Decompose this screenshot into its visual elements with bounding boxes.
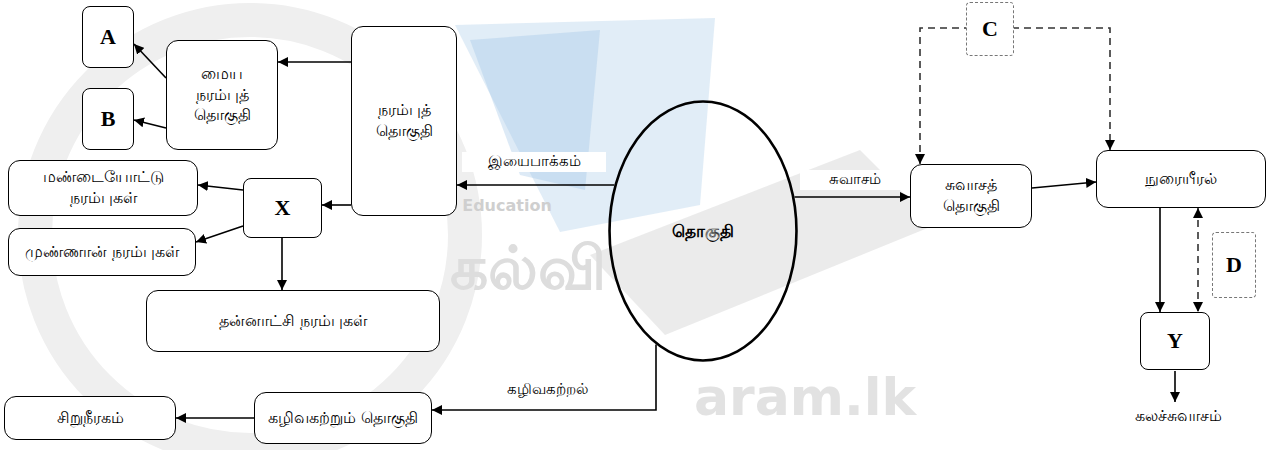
arrow-connector: [196, 226, 243, 242]
centre-circle: தொகுதி: [608, 100, 798, 362]
node-label: D: [1226, 251, 1242, 280]
arrow-connector: [198, 185, 243, 190]
process-box: சுவாசத் தொகுதி: [910, 164, 1032, 228]
watermark: கல்வி: [448, 232, 608, 304]
node-content: B: [95, 101, 122, 138]
node-label: சுவாசத் தொகுதி: [917, 175, 1025, 217]
node-content: கழிவகற்றும் தொகுதி: [262, 404, 424, 433]
arrow-connector: [457, 184, 614, 186]
node-content: D: [1220, 247, 1248, 284]
process-box: மைய நரம்புத் தொகுதி: [166, 40, 278, 150]
arrow-connector: [322, 204, 351, 206]
process-box: நுரையீரல்: [1096, 150, 1266, 208]
letter-box: B: [82, 88, 134, 150]
output-label: கலச்சுவாசம்: [1100, 406, 1256, 425]
node-content: நரம்புத் தொகுதி: [352, 96, 456, 146]
node-content: நுரையீரல்: [1139, 165, 1223, 194]
node-label: Y: [1167, 327, 1183, 356]
node-content: X: [269, 190, 297, 227]
node-label: B: [101, 105, 116, 134]
process-box: மண்டையோட்டு நரம்புகள்: [8, 160, 198, 216]
arrow-connector: [1159, 208, 1161, 312]
node-label: தன்னாட்சி நரம்புகள்: [219, 311, 367, 332]
dashed-connector: [920, 28, 1110, 164]
node-content: C: [976, 11, 1004, 48]
letter-box: A: [82, 6, 134, 68]
output-arrow: [1174, 371, 1176, 402]
node-label: நரம்புத் தொகுதி: [358, 100, 450, 142]
edge-label: இயைபாக்கம்: [462, 152, 606, 172]
circle-ring: [610, 102, 797, 361]
node-content: சுவாசத் தொகுதி: [911, 171, 1031, 221]
node-label: X: [275, 194, 291, 223]
node-label: C: [982, 15, 998, 44]
laptop-keyboard: [590, 150, 935, 335]
node-label: முண்ணான் நரம்புகள்: [25, 242, 179, 263]
node-content: A: [94, 19, 122, 56]
process-box: கழிவகற்றும் தொகுதி: [254, 392, 432, 444]
arrow-connector: [134, 120, 166, 128]
node-label: கழிவகற்றும் தொகுதி: [268, 408, 418, 429]
node-label: சிறுநீரகம்: [57, 408, 124, 429]
arrow-connector: [278, 61, 351, 63]
watermark: aram.lk: [690, 366, 920, 428]
node-label: தொகுதி: [672, 220, 734, 242]
node-content: Y: [1161, 323, 1189, 360]
arrow-connector: [176, 417, 254, 419]
process-box: சிறுநீரகம்: [4, 396, 176, 440]
node-content: சிறுநீரகம்: [51, 404, 130, 433]
edge-label: கழிவகற்றல்: [470, 380, 624, 400]
arrow-connector: [134, 44, 166, 78]
arrow-connector: [795, 196, 911, 198]
process-box: நரம்புத் தொகுதி: [351, 26, 457, 216]
node-label: மண்டையோட்டு நரம்புகள்: [15, 167, 191, 209]
process-box: தன்னாட்சி நரம்புகள்: [146, 290, 440, 352]
node-label: மைய நரம்புத் தொகுதி: [173, 64, 271, 126]
node-content: மண்டையோட்டு நரம்புகள்: [9, 163, 197, 213]
letter-box: X: [243, 178, 322, 238]
arrow-connector: [1032, 182, 1096, 188]
node-content: முண்ணான் நரம்புகள்: [19, 238, 185, 267]
process-box: முண்ணான் நரம்புகள்: [8, 228, 196, 276]
dashed-connector: [1197, 208, 1199, 312]
dashed-letter-box: C: [966, 2, 1014, 56]
dashed-letter-box: D: [1212, 232, 1256, 298]
node-content: மைய நரம்புத் தொகுதி: [167, 60, 277, 130]
node-content: தொகுதி: [666, 216, 740, 246]
letter-box: Y: [1140, 312, 1210, 370]
node-label: நுரையீரல்: [1145, 169, 1217, 190]
node-label: A: [100, 23, 116, 52]
node-content: தன்னாட்சி நரம்புகள்: [213, 307, 373, 336]
edge-label: சுவாசம்: [800, 170, 910, 190]
arrow-connector: [281, 238, 283, 290]
watermark: Education: [452, 196, 562, 215]
arrow-connector: [432, 345, 656, 411]
